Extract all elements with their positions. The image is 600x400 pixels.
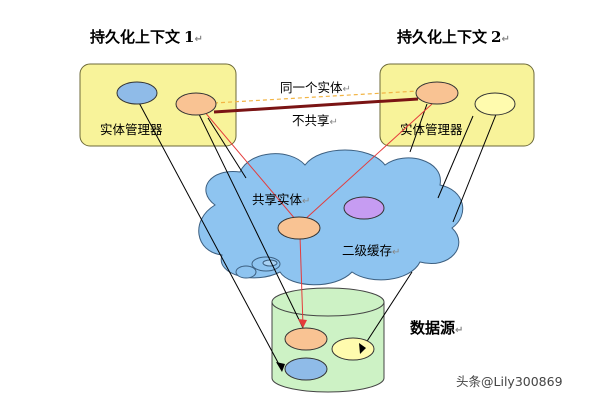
orange-entity-data-source (284, 327, 328, 351)
watermark: 头条@Lily300869 (456, 374, 563, 389)
entity-manager-1-label: 实体管理器 (100, 122, 163, 137)
shared-entity-lines (197, 103, 433, 327)
second-level-cache-cloud (198, 149, 464, 286)
same-entity-label: 同一个实体↵ (280, 80, 351, 95)
orange-shared-entity-cache (277, 216, 321, 240)
blue-entity-context-1 (116, 81, 158, 105)
second-level-cache-label: 二级缓存↵ (342, 243, 400, 258)
purple-entity-cache (343, 196, 385, 220)
persistence-context-1-box (79, 63, 237, 147)
not-shared-label: 不共享↵ (292, 113, 338, 128)
same-entity-dashed-line (213, 90, 419, 104)
persistence-context-2-box (379, 63, 535, 147)
arrowheads (276, 319, 366, 372)
not-shared-line (213, 97, 419, 114)
entity-manager-2-label: 实体管理器 (400, 122, 463, 137)
orange-entity-context-2 (415, 81, 459, 105)
connector-lines (136, 98, 498, 371)
blue-entity-data-source (284, 357, 328, 381)
shared-entity-label: 共享实体↵ (252, 192, 310, 207)
yellow-entity-data-source (331, 337, 375, 361)
data-source-label: 数据源↵ (410, 319, 463, 337)
orange-entity-context-1 (175, 92, 217, 116)
yellow-entity-context-2 (474, 92, 516, 116)
